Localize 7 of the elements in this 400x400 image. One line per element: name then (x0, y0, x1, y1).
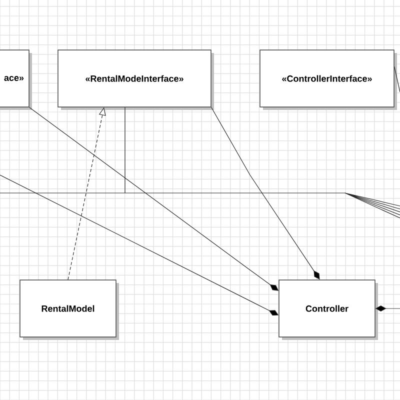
class-box: RentalModel (20, 280, 119, 340)
connector-line (394, 66, 400, 92)
class-box: «RentalModeInterface» (58, 50, 214, 110)
connector-line (0, 107, 400, 218)
class-box: «ControllerInterface» (260, 50, 397, 110)
class-box: ace» (0, 50, 32, 110)
class-box: Controller (278, 280, 378, 340)
